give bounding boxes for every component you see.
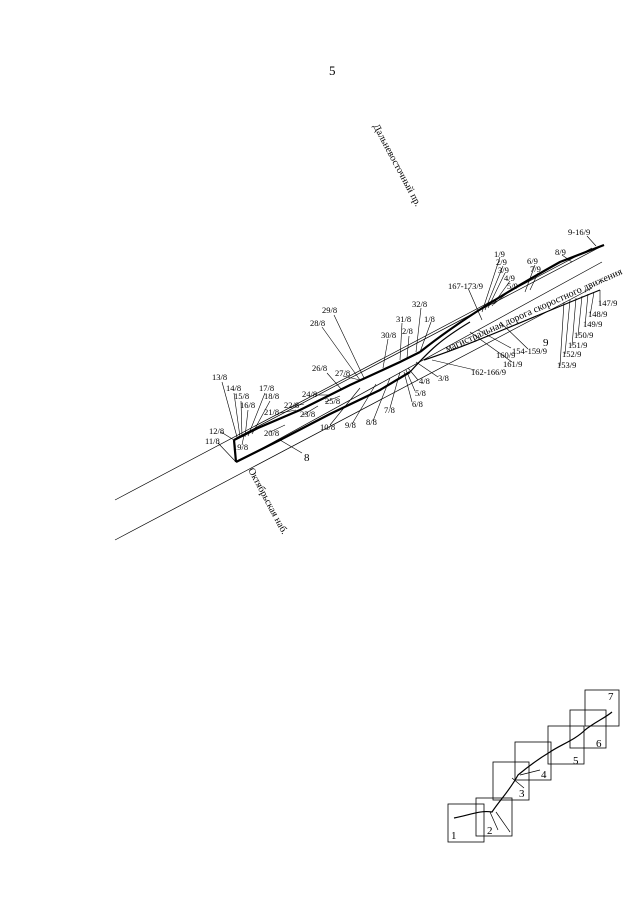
label-5-8: 5/8 <box>415 388 426 398</box>
label-9-8: 9/8 <box>345 420 356 430</box>
label-2-8: 2/8 <box>402 326 413 336</box>
key-box-5 <box>547 725 585 765</box>
label-23-8: 23/8 <box>300 409 315 419</box>
label-3-8: 3/8 <box>438 373 449 383</box>
label-154-159-9: 154-159/9 <box>512 346 547 356</box>
label-16-8: 16/8 <box>240 400 255 410</box>
route-8-end <box>232 439 238 463</box>
key-number-1: 1 <box>451 830 457 842</box>
key-number-3: 3 <box>519 788 525 800</box>
label-26-8: 26/8 <box>312 363 327 373</box>
key-number-5: 5 <box>573 755 579 767</box>
key-box-4 <box>514 741 552 781</box>
label-4-8: 4/8 <box>419 376 430 386</box>
route-section-9 <box>409 243 605 373</box>
label-29-8: 29/8 <box>322 305 337 315</box>
label-1-9: 1/9 <box>494 249 505 259</box>
road-edge-thin <box>235 244 605 439</box>
label-162-166-9: 162-166/9 <box>471 367 506 377</box>
route-8-lower <box>235 371 411 463</box>
label-6-9: 6/9 <box>527 256 538 266</box>
section-number-8: 8 <box>304 452 310 464</box>
label-17-8: 17/8 <box>259 383 274 393</box>
key-map: 1 2 3 4 5 6 7 <box>447 689 620 843</box>
label-31-8: 31/8 <box>396 314 411 324</box>
key-box-6 <box>569 709 607 749</box>
page-number: 5 <box>329 63 336 78</box>
label-167-173-9: 167-173/9 <box>448 281 483 291</box>
label-2-9: 2/9 <box>496 257 507 267</box>
road-edge-thin-2 <box>247 261 603 457</box>
label-24-8: 24/8 <box>302 389 317 399</box>
label-10-8: 10/8 <box>320 422 335 432</box>
label-14-8: 14/8 <box>226 383 241 393</box>
label-6-8: 6/8 <box>412 399 423 409</box>
label-18-8: 18/8 <box>264 391 279 401</box>
labels-section-8: 13/8 14/8 15/8 16/8 17/8 18/8 12/8 11/8 … <box>205 299 449 452</box>
label-3-9: 3/9 <box>498 265 509 275</box>
label-149-9: 149/9 <box>583 319 602 329</box>
label-7-9: 7/9 <box>530 264 541 274</box>
label-25-8: 25/8 <box>325 396 340 406</box>
label-5-9: 5/9 <box>507 281 518 291</box>
label-148-9: 148/9 <box>588 309 607 319</box>
label-161-9: 161/9 <box>503 359 522 369</box>
leader-lines <box>217 235 601 463</box>
label-152-9: 152/9 <box>562 349 581 359</box>
label-160-9: 160/9 <box>496 350 515 360</box>
label-7-8: 7/8 <box>384 405 395 415</box>
label-1-8: 1/8 <box>424 314 435 324</box>
route-9-cross <box>409 321 471 373</box>
label-8-9: 8/9 <box>555 247 566 257</box>
label-12-8: 12/8 <box>209 426 224 436</box>
label-9-16-9: 9-16/9 <box>568 227 590 237</box>
label-151-9: 151/9 <box>568 340 587 350</box>
key-number-6: 6 <box>596 738 602 750</box>
street-label-dalnevostochny: Дальневосточный пр. <box>370 122 423 208</box>
labels-section-9: 167-173/9 1/9 2/9 3/9 4/9 5/9 6/9 7/9 8/… <box>448 227 617 377</box>
label-20-8: 20/8 <box>264 428 279 438</box>
label-13-8: 13/8 <box>212 372 227 382</box>
label-8-8: 8/8 <box>366 417 377 427</box>
label-32-8: 32/8 <box>412 299 427 309</box>
key-number-4: 4 <box>541 769 547 781</box>
label-28-8: 28/8 <box>310 318 325 328</box>
label-30-8: 30/8 <box>381 330 396 340</box>
key-map-branches <box>489 769 541 833</box>
key-box-1 <box>447 803 485 843</box>
key-number-7: 7 <box>608 691 614 703</box>
label-147-9: 147/9 <box>598 298 617 308</box>
label-150-9: 150/9 <box>574 330 593 340</box>
label-153-9: 153/9 <box>557 360 576 370</box>
section-number-9: 9 <box>543 337 549 349</box>
key-box-2 <box>475 797 513 837</box>
route-9-upper <box>419 243 605 353</box>
label-19-8: 19/8 <box>233 442 248 452</box>
label-4-9: 4/9 <box>504 273 515 283</box>
key-box-7 <box>584 689 620 727</box>
key-map-route <box>453 711 613 819</box>
key-box-3 <box>492 761 530 801</box>
label-22-8: 22/8 <box>284 400 299 410</box>
route-9-lower <box>423 289 601 361</box>
label-21-8: 21/8 <box>264 407 279 417</box>
label-27-8: 27/8 <box>335 368 350 378</box>
label-15-8: 15/8 <box>234 391 249 401</box>
street-label-oktyabrskaya: Октябрьская наб. <box>245 466 289 536</box>
key-number-2: 2 <box>487 825 493 837</box>
embankment-line-lower <box>114 287 593 541</box>
label-11-8: 11/8 <box>205 436 220 446</box>
